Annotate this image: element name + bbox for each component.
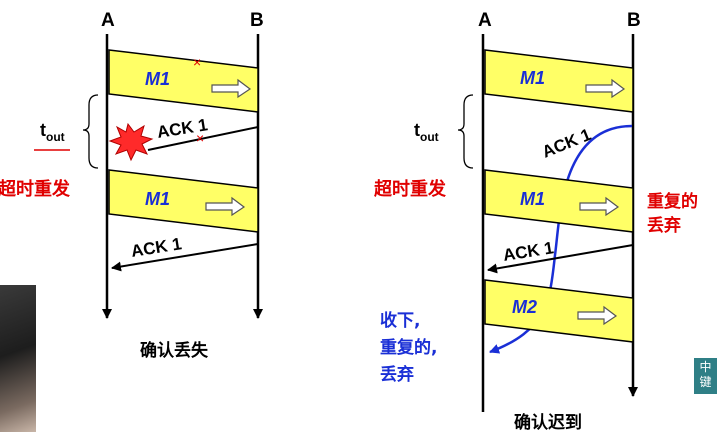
right-receive-label-line1: 收下, [380,310,420,331]
right-duplicate-label-line2: 丢弃 [647,215,681,236]
right-node-b-label: B [627,10,641,31]
right-frame-2-label: M1 [520,189,545,209]
right-frame-2-arrow-icon [579,196,620,217]
left-frame-1-arrow-icon [211,78,252,99]
right-frame-3-arrow-icon [577,305,618,326]
right-timeout-brace [457,94,474,169]
left-diagram: A B M1 × ACK 1 × tout 超时重发 M1 ACK 1 确认丢失 [0,10,264,361]
right-receive-label-line2: 重复的, [380,337,437,358]
right-timeout-label: tout [414,120,439,144]
left-timeout-label: tout [40,120,65,144]
left-node-a-label: A [101,10,115,31]
right-frame-2 [484,169,634,233]
left-frame-2-label: M1 [145,189,170,209]
left-ack-lost-line [147,126,259,151]
left-retransmit-label: 超时重发 [0,178,71,200]
left-node-b-label: B [250,10,264,31]
left-ack-line [111,243,259,272]
corner-badge-line1: 中 [699,360,712,374]
right-retransmit-label: 超时重发 [374,178,447,200]
right-node-a-label: A [478,10,492,31]
left-timeout-brace [82,94,99,169]
left-caption: 确认丢失 [140,340,209,361]
right-ack-label: ACK 1 [502,238,555,265]
right-frame-3 [484,279,634,343]
right-duplicate-label-line1: 重复的 [647,191,698,212]
corner-badge-line2: 键 [699,375,712,389]
right-ack-late-label: ACK 1 [539,125,593,162]
right-ack-line [487,244,634,274]
right-diagram: A B M1 ACK 1 tout 超时重发 M1 重复的 丢弃 ACK 1 M… [374,10,698,432]
left-loss-burst-icon [108,122,154,162]
right-caption: 确认迟到 [514,412,582,432]
right-frame-1 [484,49,634,113]
left-frame-2 [108,169,259,233]
left-frame-1-label: M1 [145,69,170,89]
left-frame-2-arrow-icon [205,196,246,217]
right-frame-3-label: M2 [512,297,537,317]
left-frame-1 [108,49,259,113]
left-frame-1-x-mark-icon: × [193,54,201,70]
right-frame-1-label: M1 [520,68,545,88]
right-receive-label-line3: 丢弃 [380,364,414,385]
corner-badge: 中 键 [694,358,717,394]
webcam-overlay [0,285,36,432]
right-frame-1-arrow-icon [585,78,626,99]
left-ack-x-mark-icon: × [196,130,204,146]
